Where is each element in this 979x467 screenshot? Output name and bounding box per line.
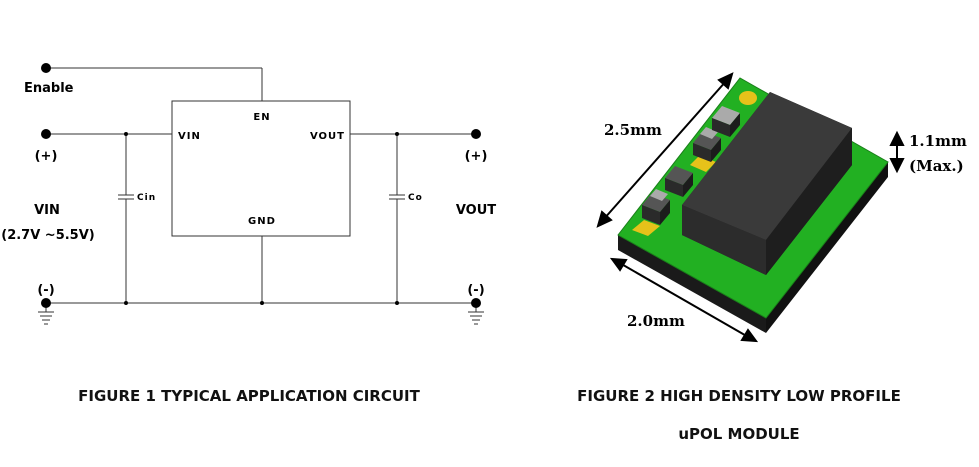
pin-vin-label: VIN <box>178 131 201 142</box>
vin-plus-terminal <box>41 129 51 139</box>
pcb-right-side <box>766 162 888 333</box>
arrow-head <box>717 72 734 90</box>
solder-pad <box>632 220 660 236</box>
vin-minus-terminal <box>41 298 51 308</box>
vin-minus-label: (-) <box>37 283 54 298</box>
vout-minus-label: (-) <box>467 283 484 298</box>
enable-terminal <box>41 63 51 73</box>
ground-symbol-right <box>468 303 484 325</box>
arrow-head <box>596 210 613 228</box>
arrow-head <box>609 257 628 272</box>
terminals <box>41 63 481 308</box>
junction-dot <box>260 301 264 305</box>
figure2-caption-line1: FIGURE 2 HIGH DENSITY LOW PROFILE <box>577 387 901 405</box>
chip-component <box>642 189 670 225</box>
ic-block <box>171 100 351 237</box>
junction-dot <box>124 301 128 305</box>
pin-gnd-label: GND <box>248 216 276 227</box>
vin-label: VIN <box>34 203 60 218</box>
application-circuit <box>38 67 484 325</box>
arrow-head <box>740 328 759 343</box>
vin-range-label: (2.7V ~5.5V) <box>1 228 94 243</box>
inductor-body <box>682 92 852 275</box>
pin-en-label: EN <box>253 112 270 123</box>
vout-minus-terminal <box>471 298 481 308</box>
height-note: (Max.) <box>909 157 964 175</box>
via-pad <box>739 91 757 105</box>
width-label: 2.0mm <box>627 312 685 330</box>
junction-dot <box>395 301 399 305</box>
vout-plus-terminal <box>471 129 481 139</box>
width-arrow <box>617 261 751 339</box>
vout-label: VOUT <box>456 203 496 218</box>
arrow-head <box>889 130 905 146</box>
vin-plus-label: (+) <box>35 149 58 164</box>
upol-module-illustration: 2.5mm 2.0mm 1.1mm (Max.) <box>596 72 967 343</box>
junction-dot <box>124 132 128 136</box>
cin-label: Cin <box>137 193 156 203</box>
co-label: Co <box>408 193 423 203</box>
chip-component <box>693 127 721 162</box>
pin-vout-label: VOUT <box>310 131 345 142</box>
junction-dot <box>395 132 399 136</box>
dimension-arrows <box>596 72 905 343</box>
length-label: 2.5mm <box>604 121 662 139</box>
chip-component <box>665 166 693 197</box>
height-label: 1.1mm <box>909 132 967 150</box>
enable-label: Enable <box>24 81 74 96</box>
figure1-caption: FIGURE 1 TYPICAL APPLICATION CIRCUIT <box>78 387 421 405</box>
pcb-front-side <box>618 235 766 333</box>
arrow-head <box>889 158 905 174</box>
chip-component <box>712 106 740 137</box>
figure2-caption-line2: uPOL MODULE <box>678 425 799 443</box>
vout-plus-label: (+) <box>465 149 488 164</box>
length-arrow <box>602 79 728 221</box>
